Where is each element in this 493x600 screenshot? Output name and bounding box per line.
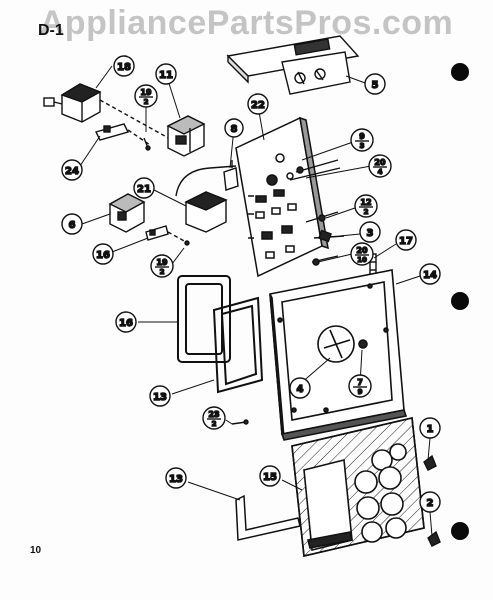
callout-14-label: 14 <box>423 270 437 281</box>
callout-2: 2 <box>419 491 441 513</box>
callouts: 18 11 192 24 8 22 5 93 204 21 6 16 192 1… <box>61 55 441 513</box>
callout-7-qty: 9 <box>358 388 363 396</box>
callout-20-upper-qty: 4 <box>378 168 383 176</box>
part-13-strip <box>235 494 301 541</box>
binder-hole-top <box>451 63 469 81</box>
callout-19-upper-qty: 2 <box>144 98 149 106</box>
callout-20-lower-label: 20 <box>356 246 368 255</box>
part-15-front-panel <box>291 417 425 557</box>
callout-20-lower-qty: 10 <box>357 256 367 264</box>
callout-21-label: 21 <box>137 184 151 195</box>
callout-17-label: 17 <box>399 236 413 247</box>
callout-23-label: 23 <box>208 410 219 419</box>
callout-19-lower-label: 19 <box>156 258 168 267</box>
callout-16-upper-label: 16 <box>96 250 110 261</box>
callout-19-upper-label: 19 <box>140 88 152 97</box>
callout-22-label: 22 <box>251 100 265 111</box>
callout-6: 6 <box>61 213 83 235</box>
callout-19-lower-qty: 2 <box>160 268 165 276</box>
part-13-gasket <box>212 296 264 394</box>
callout-23: 232 <box>202 406 226 430</box>
page-number: 10 <box>30 545 42 556</box>
callout-20-upper-label: 20 <box>374 158 386 167</box>
callout-16-upper: 16 <box>92 243 114 265</box>
callout-21: 21 <box>133 177 155 199</box>
callout-14: 14 <box>419 263 441 285</box>
diagram-tag: D-1 <box>38 22 64 39</box>
part-5-control-strip <box>226 35 360 95</box>
callout-13-upper-label: 13 <box>153 392 167 403</box>
leader-lines <box>79 65 433 537</box>
callout-3: 3 <box>359 221 381 243</box>
callout-7-label: 7 <box>357 378 363 387</box>
callout-11-label: 11 <box>159 70 173 81</box>
callout-19-lower: 192 <box>150 254 174 278</box>
part-14-frame <box>269 269 408 441</box>
callout-12-qty: 2 <box>364 208 369 216</box>
callout-24: 24 <box>61 159 83 181</box>
binder-hole-bottom <box>451 522 469 540</box>
part-6-switch <box>108 193 146 233</box>
callout-15: 15 <box>259 465 281 487</box>
part-18-relay <box>43 83 191 151</box>
part-11-switch <box>166 115 206 157</box>
callout-5-label: 5 <box>372 80 379 91</box>
callout-9: 93 <box>350 128 374 152</box>
callout-8: 8 <box>224 118 244 138</box>
callout-1: 1 <box>419 417 441 439</box>
callout-4: 4 <box>289 377 311 399</box>
callout-16-lower-label: 16 <box>119 318 133 329</box>
callout-11: 11 <box>155 63 177 85</box>
callout-6-label: 6 <box>69 220 76 231</box>
callout-2-label: 2 <box>427 498 434 509</box>
part-24-bracket <box>94 123 151 146</box>
callout-13-lower: 13 <box>165 467 187 489</box>
callout-17: 17 <box>395 229 417 251</box>
callout-7: 79 <box>348 374 372 398</box>
part-22-control-board <box>235 116 329 278</box>
callout-9-qty: 3 <box>360 142 365 150</box>
callout-24-label: 24 <box>65 166 79 177</box>
callout-13-upper: 13 <box>149 385 171 407</box>
callout-19-upper: 192 <box>134 84 158 108</box>
part-23-screw <box>231 419 249 425</box>
callout-16-lower: 16 <box>115 311 137 333</box>
callout-18-label: 18 <box>117 62 131 73</box>
callout-13-lower-label: 13 <box>169 474 183 485</box>
screws <box>143 137 345 266</box>
callout-18: 18 <box>113 55 135 77</box>
callout-9-label: 9 <box>359 132 365 141</box>
callout-15-label: 15 <box>263 472 277 483</box>
callout-5: 5 <box>364 73 386 95</box>
callout-20-upper: 204 <box>368 154 392 178</box>
callout-22: 22 <box>247 93 269 115</box>
part-1-knob <box>423 454 437 471</box>
callout-3-label: 3 <box>367 228 374 239</box>
callout-12: 122 <box>354 194 378 218</box>
callout-1-label: 1 <box>427 424 434 435</box>
part-8-bracket <box>223 160 239 191</box>
part-2-knob <box>427 530 441 547</box>
callout-23-qty: 2 <box>212 420 217 428</box>
part-16-clip <box>145 225 190 246</box>
callout-8-label: 8 <box>231 124 238 135</box>
part-21-transformer <box>175 165 237 233</box>
callout-4-label: 4 <box>297 384 304 395</box>
binder-hole-middle <box>451 292 469 310</box>
callout-12-label: 12 <box>360 198 371 207</box>
